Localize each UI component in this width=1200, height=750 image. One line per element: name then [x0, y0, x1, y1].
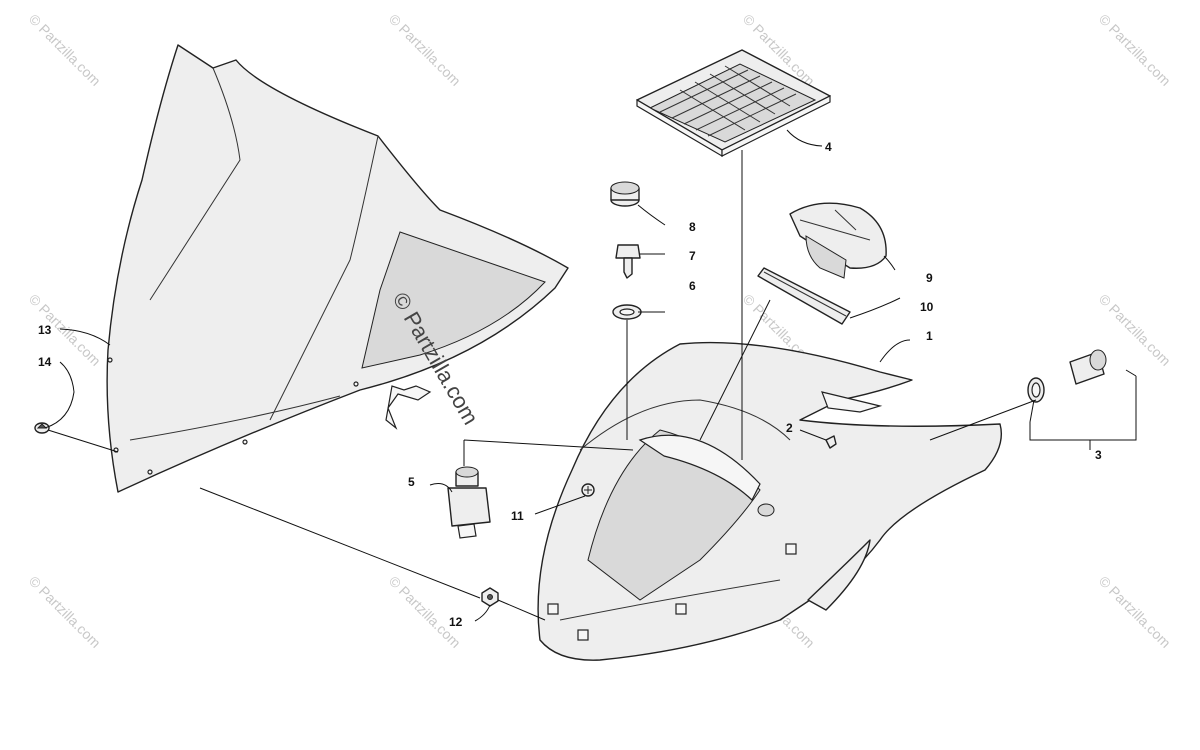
windshield-part-13 — [106, 44, 569, 493]
callout-3: 3 — [1095, 448, 1102, 462]
watermark: © Partzilla.com — [1096, 573, 1174, 651]
seal-part-10 — [757, 267, 851, 325]
watermark: © Partzilla.com — [1096, 11, 1174, 89]
screw-part-2 — [825, 435, 837, 449]
callout-12: 12 — [449, 615, 463, 629]
leader-lines — [44, 129, 1137, 622]
callout-5: 5 — [408, 475, 415, 489]
callout-9: 9 — [926, 271, 933, 285]
screw-part-14 — [34, 422, 50, 434]
cap-part-8 — [610, 181, 640, 207]
ring-part-6 — [612, 304, 642, 320]
callout-6: 6 — [689, 279, 696, 293]
callout-4: 4 — [825, 140, 832, 154]
key-part-7 — [615, 244, 641, 279]
watermark: © Partzilla.com — [26, 573, 104, 651]
callout-14: 14 — [38, 355, 52, 369]
callout-7: 7 — [689, 249, 696, 263]
callout-2: 2 — [786, 421, 793, 435]
callout-11: 11 — [511, 509, 524, 523]
gauge-part-9 — [789, 202, 887, 279]
watermark: © Partzilla.com — [1096, 291, 1174, 369]
callouts: 1 2 3 4 5 6 7 8 9 10 11 12 13 14 — [38, 140, 1102, 629]
callout-8: 8 — [689, 220, 696, 234]
callout-10: 10 — [920, 300, 934, 314]
screw-part-11 — [581, 483, 595, 497]
watermark: © Partzilla.com — [386, 11, 464, 89]
outlet-assembly-part-3 — [1027, 349, 1107, 403]
hood-part-1 — [537, 341, 1003, 661]
watermark: © Partzilla.com — [26, 11, 104, 89]
callout-1: 1 — [926, 329, 933, 343]
nut-part-12 — [481, 587, 499, 607]
switch-part-5 — [447, 466, 491, 539]
callout-13: 13 — [38, 323, 52, 337]
storage-tray-part-4 — [636, 49, 831, 158]
watermark: © Partzilla.com — [386, 573, 464, 651]
